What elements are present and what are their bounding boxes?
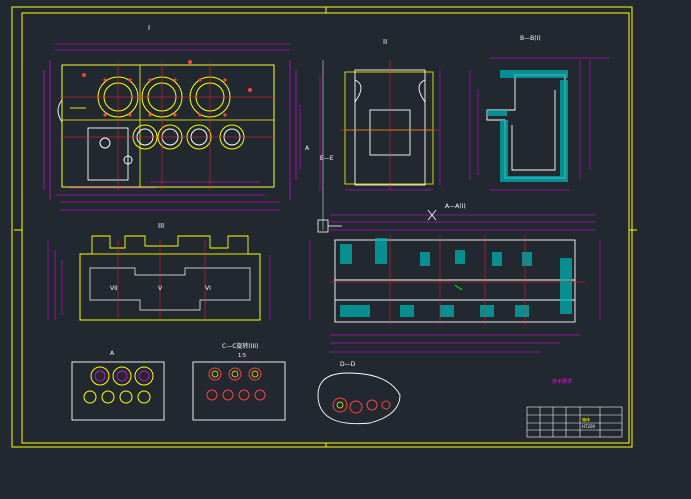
- view-a-small[interactable]: A: [71, 350, 165, 421]
- title-block-name: 箱体: [582, 416, 590, 422]
- view-d-title: D—D: [340, 361, 356, 368]
- view-i-title: I: [148, 24, 150, 32]
- section-aa[interactable]: A—A(I): [309, 203, 601, 353]
- view-ii-lines: [344, 71, 434, 185]
- view-ii-dimensions: [299, 70, 441, 191]
- section-bb-outline: [486, 74, 566, 179]
- view-i-lines: [61, 64, 275, 188]
- view-iii-title: III: [158, 222, 164, 230]
- view-iii[interactable]: III VII V VI: [47, 222, 271, 321]
- title-block[interactable]: [526, 406, 623, 438]
- section-aa-dimensions: [309, 214, 601, 353]
- section-aa-title: A—A(I): [445, 203, 466, 210]
- view-i-dimensions: [43, 43, 297, 211]
- view-e-title: E—E: [320, 155, 334, 162]
- section-bb-dimensions: [469, 57, 610, 191]
- view-i-bolt-holes: [82, 60, 252, 117]
- section-aa-axis-marker: [454, 284, 463, 291]
- view-i-bores: [97, 76, 245, 165]
- section-bb-title: B—B(I): [520, 35, 541, 42]
- section-cc-scale: 1:5: [238, 353, 246, 359]
- view-ii-centerlines: [340, 60, 440, 190]
- section-bb-hatch: [487, 70, 568, 182]
- view-ii-title: II: [383, 38, 387, 46]
- view-a-label: A: [305, 145, 310, 152]
- ucs-axis-icon[interactable]: [317, 209, 437, 233]
- view-i-centerlines: [60, 62, 276, 190]
- view-iii-centerlines: [117, 240, 206, 320]
- section-cc-title: C—C旋转(III): [222, 342, 258, 350]
- roman-label-vi: VI: [205, 285, 211, 292]
- section-cc[interactable]: C—C旋转(III) 1:5: [192, 342, 286, 421]
- view-iii-inner: [89, 267, 251, 311]
- view-ii[interactable]: II E—E A: [299, 38, 441, 191]
- view-d[interactable]: D—D: [317, 361, 401, 425]
- tech-requirements: 技术要求: [552, 378, 572, 385]
- section-bb[interactable]: B—B(I): [469, 35, 610, 191]
- roman-label-vii: VII: [110, 285, 118, 292]
- title-block-material: HT200: [582, 424, 596, 429]
- section-aa-hatch: [340, 238, 572, 317]
- roman-label-v: V: [158, 285, 163, 292]
- section-aa-outline: [334, 239, 576, 323]
- view-iii-outline: [79, 235, 261, 321]
- view-iii-dimensions: [47, 240, 271, 320]
- drawing-frame: [11, 6, 637, 448]
- view-a-small-title: A: [110, 350, 115, 357]
- section-aa-centerlines: [330, 235, 585, 325]
- view-i[interactable]: I: [43, 24, 297, 211]
